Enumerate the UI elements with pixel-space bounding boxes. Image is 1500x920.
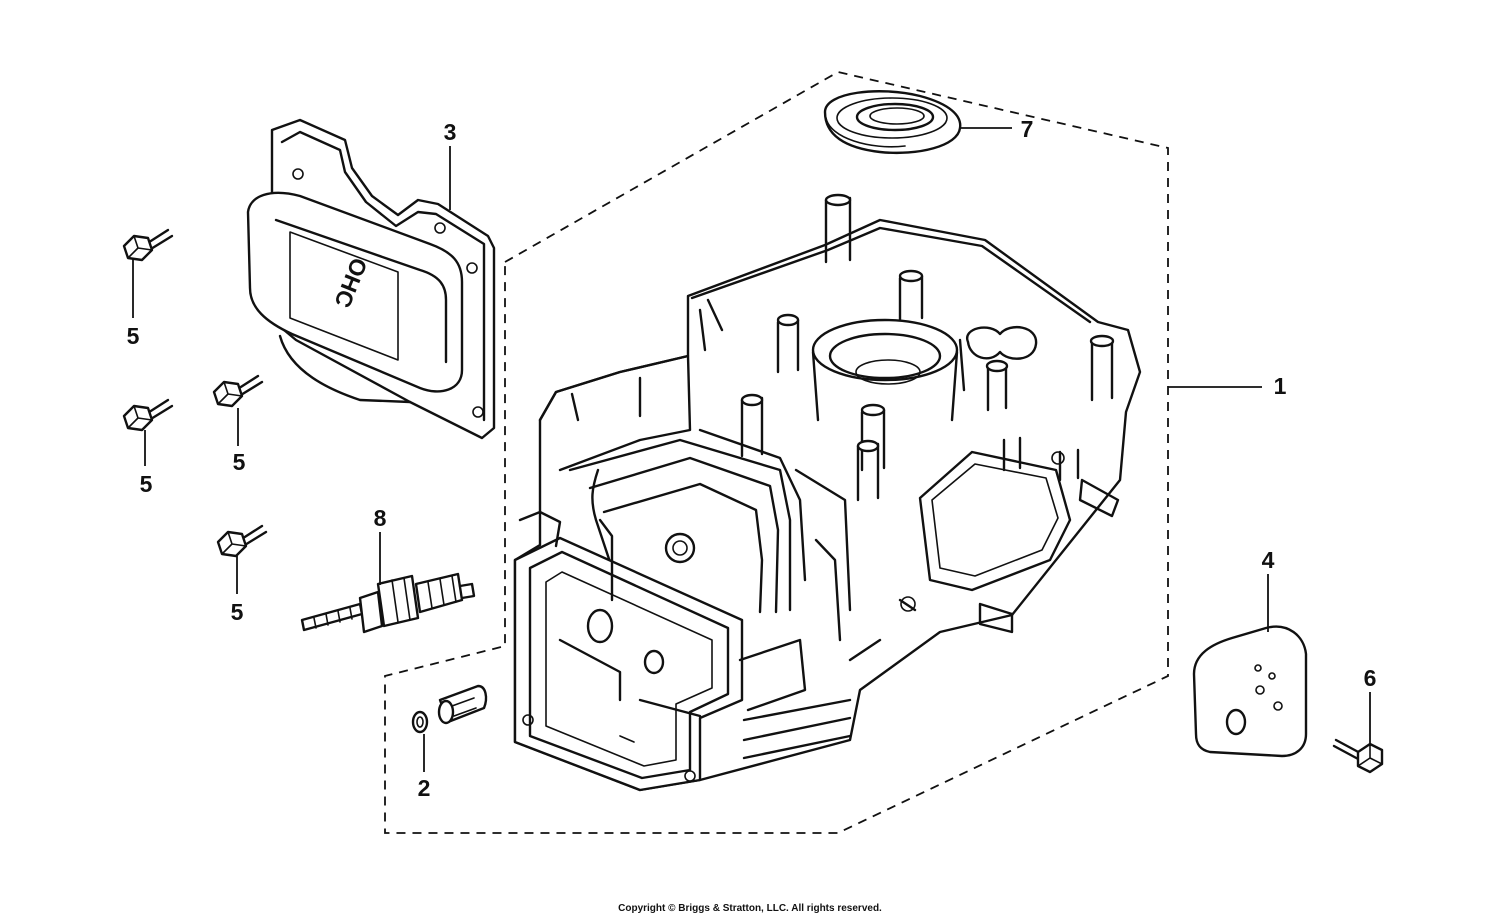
callout-6: 6 (1364, 665, 1377, 691)
bolt-4 (216, 524, 268, 558)
bolt-1 (122, 228, 174, 262)
bolt-6 (1332, 738, 1384, 774)
callout-2: 2 (418, 775, 431, 801)
callout-5a: 5 (127, 323, 140, 349)
callout-5d: 5 (231, 599, 244, 625)
callout-1: 1 (1274, 373, 1287, 399)
callout-5c: 5 (233, 449, 246, 475)
breather-gasket (1192, 625, 1308, 758)
callout-3: 3 (444, 119, 457, 145)
assembly-boundary (384, 71, 1169, 834)
bolt-2 (122, 398, 174, 432)
leader-lines (132, 127, 1371, 772)
copyright-notice: Copyright © Briggs & Stratton, LLC. All … (618, 903, 882, 914)
bolt-3 (212, 374, 264, 408)
spark-plug (300, 572, 476, 634)
callout-5b: 5 (140, 471, 153, 497)
valve-cover: OHC (246, 118, 496, 440)
callout-8: 8 (374, 505, 387, 531)
dowel-pin (411, 684, 488, 734)
callout-4: 4 (1262, 547, 1275, 573)
cylinder-block (513, 193, 1142, 792)
oil-seal (823, 90, 962, 154)
callout-7: 7 (1021, 116, 1034, 142)
